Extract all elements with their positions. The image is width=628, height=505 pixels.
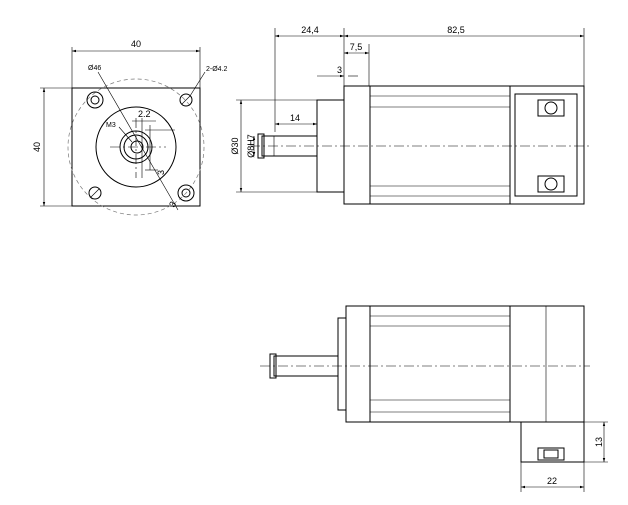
front-body-circle [95, 106, 177, 188]
dim-flange-length: 24,4 [301, 25, 319, 35]
dim-flat-depth: 3 [156, 170, 166, 175]
dim-body-length: 82,5 [447, 25, 465, 35]
bottom-view: 13 22 [260, 305, 608, 492]
dim-width-40: 40 [131, 39, 141, 49]
dim-shaft-length: 14 [290, 113, 300, 123]
mount-hole-top-left [86, 91, 104, 109]
side-rear-housing [514, 93, 578, 197]
dim-bolt-circle: Ø46 [88, 65, 101, 72]
dim-box-width: 22 [547, 476, 557, 486]
dim-shoulder: 7,5 [350, 42, 363, 52]
dim-flat-depth-diag: 3 [167, 200, 178, 209]
bottom-body [345, 305, 585, 423]
bottom-connector-box [520, 421, 585, 463]
bottom-pilot [337, 317, 347, 411]
dim-pilot-dia: Ø30 [230, 137, 240, 154]
mount-hole-bottom-left [88, 186, 102, 200]
mount-hole-bottom-right [177, 184, 195, 202]
dim-box-height: 13 [594, 437, 604, 447]
dim-height-40: 40 [32, 142, 42, 152]
mount-hole-top-right [179, 93, 193, 107]
side-view: 24,4 82,5 7,5 3 14 Ø30 Ø8H7 [230, 25, 592, 205]
dim-key-width: 2.2 [138, 109, 151, 119]
dim-thread: M3 [106, 122, 116, 129]
bolt-circle [67, 78, 205, 216]
dim-shaft-dia: Ø8H7 [246, 134, 256, 158]
front-view: 40 40 Ø46 2-Ø4.2 M3 2.2 3 3 [32, 39, 228, 216]
dim-pilot: 3 [337, 65, 342, 75]
front-flange-outline [71, 87, 201, 207]
dim-mount-holes: 2-Ø4.2 [206, 66, 228, 73]
